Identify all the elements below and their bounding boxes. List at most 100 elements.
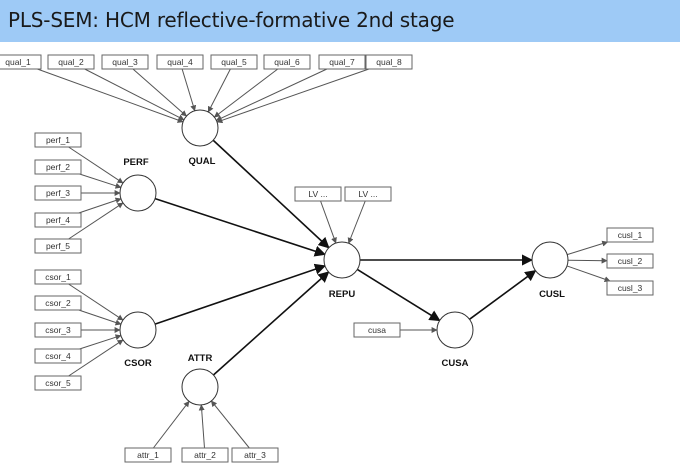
construct-circle <box>119 311 157 349</box>
indicator-perf-2[interactable]: perf_2 <box>34 159 82 175</box>
indicator-cusl-2[interactable]: cusl_2 <box>606 253 654 269</box>
indicator-edge-csor-2 <box>78 309 122 326</box>
indicator-edge-csor-5 <box>68 339 124 377</box>
indicator-box <box>34 185 82 201</box>
indicator-edge-attr-3 <box>210 400 250 449</box>
indicator-box <box>156 54 204 70</box>
indicator-qual-1[interactable]: qual_1 <box>0 54 42 70</box>
indicator-qual-3[interactable]: qual_3 <box>101 54 149 70</box>
indicator-edge-perf-2 <box>79 173 122 189</box>
construct-circle <box>181 368 219 406</box>
indicator-cusl-3[interactable]: cusl_3 <box>606 280 654 296</box>
indicator-csor-3[interactable]: csor_3 <box>34 322 82 338</box>
construct-label: PERF <box>123 157 149 168</box>
indicator-perf-1[interactable]: perf_1 <box>34 132 82 148</box>
indicator-edge-lv-a <box>320 200 337 244</box>
indicator-label: qual_6 <box>274 57 300 67</box>
construct-csor[interactable]: CSOR <box>119 311 157 369</box>
indicator-perf-4[interactable]: perf_4 <box>34 212 82 228</box>
indicator-qual-6[interactable]: qual_6 <box>263 54 311 70</box>
indicator-box <box>365 54 413 70</box>
indicator-label: csor_1 <box>45 272 71 282</box>
indicator-label: LV ... <box>358 189 377 199</box>
construct-perf[interactable]: PERF <box>119 157 157 212</box>
indicator-label: csor_5 <box>45 378 71 388</box>
indicator-edge-qual-7 <box>215 68 328 121</box>
indicator-cusl-1[interactable]: cusl_1 <box>606 227 654 243</box>
path-qual-to-repu <box>212 139 330 249</box>
indicator-edge-qual-4 <box>181 68 197 112</box>
construct-attr[interactable]: ATTR <box>181 353 219 406</box>
construct-label: REPU <box>329 289 356 300</box>
indicator-label: perf_5 <box>46 241 70 251</box>
indicator-label: qual_2 <box>58 57 84 67</box>
indicator-edge-qual-2 <box>84 68 185 121</box>
indicator-csor-4[interactable]: csor_4 <box>34 348 82 364</box>
indicator-cusa[interactable]: cusa <box>353 322 401 338</box>
indicator-box <box>47 54 95 70</box>
indicator-box <box>34 322 82 338</box>
indicator-qual-5[interactable]: qual_5 <box>210 54 258 70</box>
indicator-box <box>606 280 654 296</box>
path-perf-to-repu <box>154 197 326 257</box>
indicator-box <box>0 54 42 70</box>
nodes-layer: qual_1 qual_2 qual_3 qual_4 qual_5 qual_6 qual… <box>0 54 654 463</box>
indicator-label: qual_8 <box>376 57 402 67</box>
indicator-edge-qual-8 <box>216 68 370 124</box>
indicator-box <box>34 375 82 391</box>
indicator-perf-5[interactable]: perf_5 <box>34 238 82 254</box>
path-cusa-to-cusl <box>469 270 537 320</box>
indicator-box <box>606 227 654 243</box>
construct-cusl[interactable]: CUSL <box>531 241 569 300</box>
indicator-label: cusl_2 <box>618 256 643 266</box>
construct-label: CUSL <box>539 289 565 300</box>
indicator-edge-perf-4 <box>78 197 122 214</box>
indicator-lv-a[interactable]: LV ... <box>294 186 342 202</box>
indicator-qual-8[interactable]: qual_8 <box>365 54 413 70</box>
indicator-attr-2[interactable]: attr_2 <box>181 447 229 463</box>
indicator-box <box>34 159 82 175</box>
indicator-qual-2[interactable]: qual_2 <box>47 54 95 70</box>
indicator-box <box>34 269 82 285</box>
indicator-edge-cusl-1 <box>567 240 609 256</box>
indicator-label: LV ... <box>308 189 327 199</box>
construct-circle <box>119 174 157 212</box>
path-model-canvas: qual_1 qual_2 qual_3 qual_4 qual_5 qual_6 qual… <box>0 54 654 463</box>
indicator-label: perf_4 <box>46 215 70 225</box>
indicator-qual-7[interactable]: qual_7 <box>318 54 366 70</box>
indicator-edge-qual-1 <box>37 68 184 123</box>
indicator-label: qual_7 <box>329 57 355 67</box>
construct-qual[interactable]: QUAL <box>181 109 219 167</box>
indicator-csor-5[interactable]: csor_5 <box>34 375 82 391</box>
construct-label: CSOR <box>124 358 152 369</box>
indicator-attr-1[interactable]: attr_1 <box>124 447 172 463</box>
indicator-edge-lv-b <box>347 200 366 244</box>
indicator-edge-cusl-3 <box>566 265 611 283</box>
indicator-label: cusa <box>368 325 386 335</box>
indicator-label: csor_4 <box>45 351 71 361</box>
construct-repu[interactable]: REPU <box>323 241 361 300</box>
indicator-attr-3[interactable]: attr_3 <box>231 447 279 463</box>
indicator-lv-b[interactable]: LV ... <box>344 186 392 202</box>
diagram-title: PLS-SEM: HCM reflective-formative 2nd st… <box>8 8 455 32</box>
construct-label: QUAL <box>189 156 216 167</box>
construct-circle <box>531 241 569 279</box>
indicator-qual-4[interactable]: qual_4 <box>156 54 204 70</box>
indicator-edge-qual-3 <box>132 68 187 117</box>
indicator-label: csor_2 <box>45 298 71 308</box>
path-attr-to-repu <box>212 271 330 376</box>
indicator-box <box>34 132 82 148</box>
path-csor-to-repu <box>154 263 327 325</box>
indicator-box <box>606 253 654 269</box>
indicator-label: cusl_1 <box>618 230 643 240</box>
indicator-edge-perf-5 <box>68 202 124 240</box>
indicator-edge-perf-1 <box>68 146 124 184</box>
construct-cusa[interactable]: CUSA <box>436 311 474 369</box>
title-bar: PLS-SEM: HCM reflective-formative 2nd st… <box>0 0 680 42</box>
construct-circle <box>436 311 474 349</box>
indicator-box <box>318 54 366 70</box>
construct-circle <box>181 109 219 147</box>
indicator-csor-1[interactable]: csor_1 <box>34 269 82 285</box>
indicator-csor-2[interactable]: csor_2 <box>34 295 82 311</box>
indicator-perf-3[interactable]: perf_3 <box>34 185 82 201</box>
